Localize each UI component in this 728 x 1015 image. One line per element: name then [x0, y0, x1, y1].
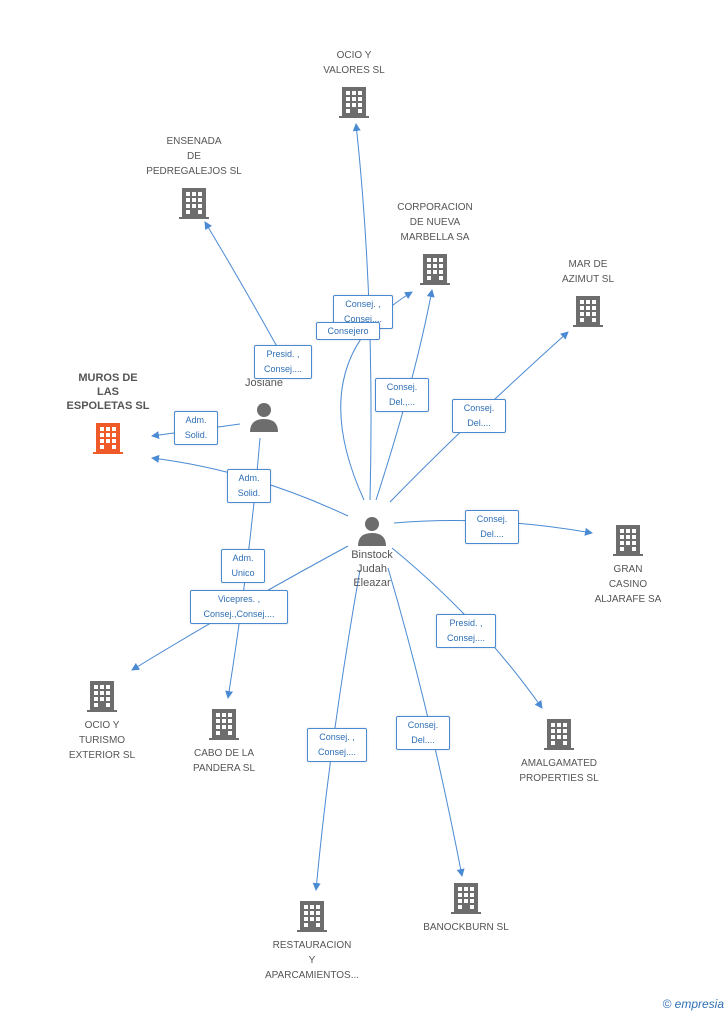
company-label: ENSENADA DE PEDREGALEJOS SL [146, 136, 242, 177]
company-node-ocio-y-turismo-exterior[interactable]: OCIO Y TURISMO EXTERIOR SL [52, 678, 152, 763]
building-icon [339, 87, 369, 118]
company-node-restauracion-y-aparcamientos[interactable]: RESTAURACION Y APARCAMIENTOS... [252, 898, 372, 983]
person-node-binstock-judah-eleazar[interactable]: Binstock Judah Eleazar [330, 514, 414, 590]
edge-label-binstock-ocio-valores[interactable]: Consejero [316, 322, 380, 340]
company-label: MAR DE AZIMUT SL [561, 259, 615, 285]
building-icon [544, 719, 574, 750]
person-icon [250, 403, 278, 432]
edge-label-rio-ensenada[interactable]: Presid. , Consej.... [254, 345, 312, 379]
edge-label-binstock-mar-azimut[interactable]: Consej. Del.... [452, 399, 506, 433]
company-node-ensenada-de-pedregalejos[interactable]: ENSENADA DE PEDREGALEJOS SL [134, 134, 254, 221]
building-icon [613, 525, 643, 556]
edge-label-binstock-amalgamated[interactable]: Presid. , Consej.... [436, 614, 496, 648]
building-icon [573, 296, 603, 327]
company-label: CABO DE LA PANDERA SL [192, 748, 256, 774]
company-label: OCIO Y VALORES SL [323, 50, 385, 76]
company-label: AMALGAMATED PROPERTIES SL [519, 758, 599, 784]
empresia-watermark: © empresia [662, 997, 724, 1011]
edge-label-binstock-ocio-turismo[interactable]: Vicepres. , Consej.,Consej.... [190, 590, 288, 624]
company-label: RESTAURACION Y APARCAMIENTOS... [264, 940, 360, 981]
edge-label-binstock-corporacion-2[interactable]: Consej. Del.,... [375, 378, 429, 412]
company-label: BANOCKBURN SL [423, 922, 509, 933]
company-label: OCIO Y TURISMO EXTERIOR SL [68, 720, 136, 761]
building-icon [420, 254, 450, 285]
company-node-banockburn[interactable]: BANOCKBURN SL [416, 880, 516, 935]
edge-label-rio-cabo[interactable]: Adm. Unico [221, 549, 265, 583]
building-icon [87, 681, 117, 712]
building-icon [297, 901, 327, 932]
company-node-amalgamated-properties[interactable]: AMALGAMATED PROPERTIES SL [506, 716, 612, 786]
building-icon [179, 188, 209, 219]
company-label: CORPORACION DE NUEVA MARBELLA SA [397, 202, 473, 243]
company-node-corporacion-de-nueva-marbella[interactable]: CORPORACION DE NUEVA MARBELLA SA [382, 200, 488, 287]
company-node-gran-casino-aljarafe[interactable]: GRAN CASINO ALJARAFE SA [580, 522, 676, 607]
edge-label-binstock-restauracion[interactable]: Consej. , Consej.... [307, 728, 367, 762]
building-icon [451, 883, 481, 914]
company-node-mar-de-azimut[interactable]: MAR DE AZIMUT SL [540, 257, 636, 329]
edge-label-binstock-focus[interactable]: Adm. Solid. [227, 469, 271, 503]
edge-label-binstock-banockburn[interactable]: Consej. Del.... [396, 716, 450, 750]
building-icon [209, 709, 239, 740]
person-label: Binstock Judah Eleazar [351, 549, 393, 589]
company-label: MUROS DE LAS ESPOLETAS SL [66, 372, 150, 412]
company-node-muros-de-las-espoletas[interactable]: MUROS DE LAS ESPOLETAS SL [58, 371, 158, 455]
edge-label-rio-focus[interactable]: Adm. Solid. [174, 411, 218, 445]
company-node-cabo-de-la-pandera[interactable]: CABO DE LA PANDERA SL [174, 706, 274, 776]
company-label: GRAN CASINO ALJARAFE SA [594, 564, 662, 605]
building-icon [93, 423, 123, 454]
edge-label-binstock-gran-casino[interactable]: Consej. Del.... [465, 510, 519, 544]
edge-rio-ensenada [204, 221, 281, 353]
company-node-ocio-y-valores[interactable]: OCIO Y VALORES SL [304, 48, 404, 120]
person-icon [358, 517, 386, 546]
